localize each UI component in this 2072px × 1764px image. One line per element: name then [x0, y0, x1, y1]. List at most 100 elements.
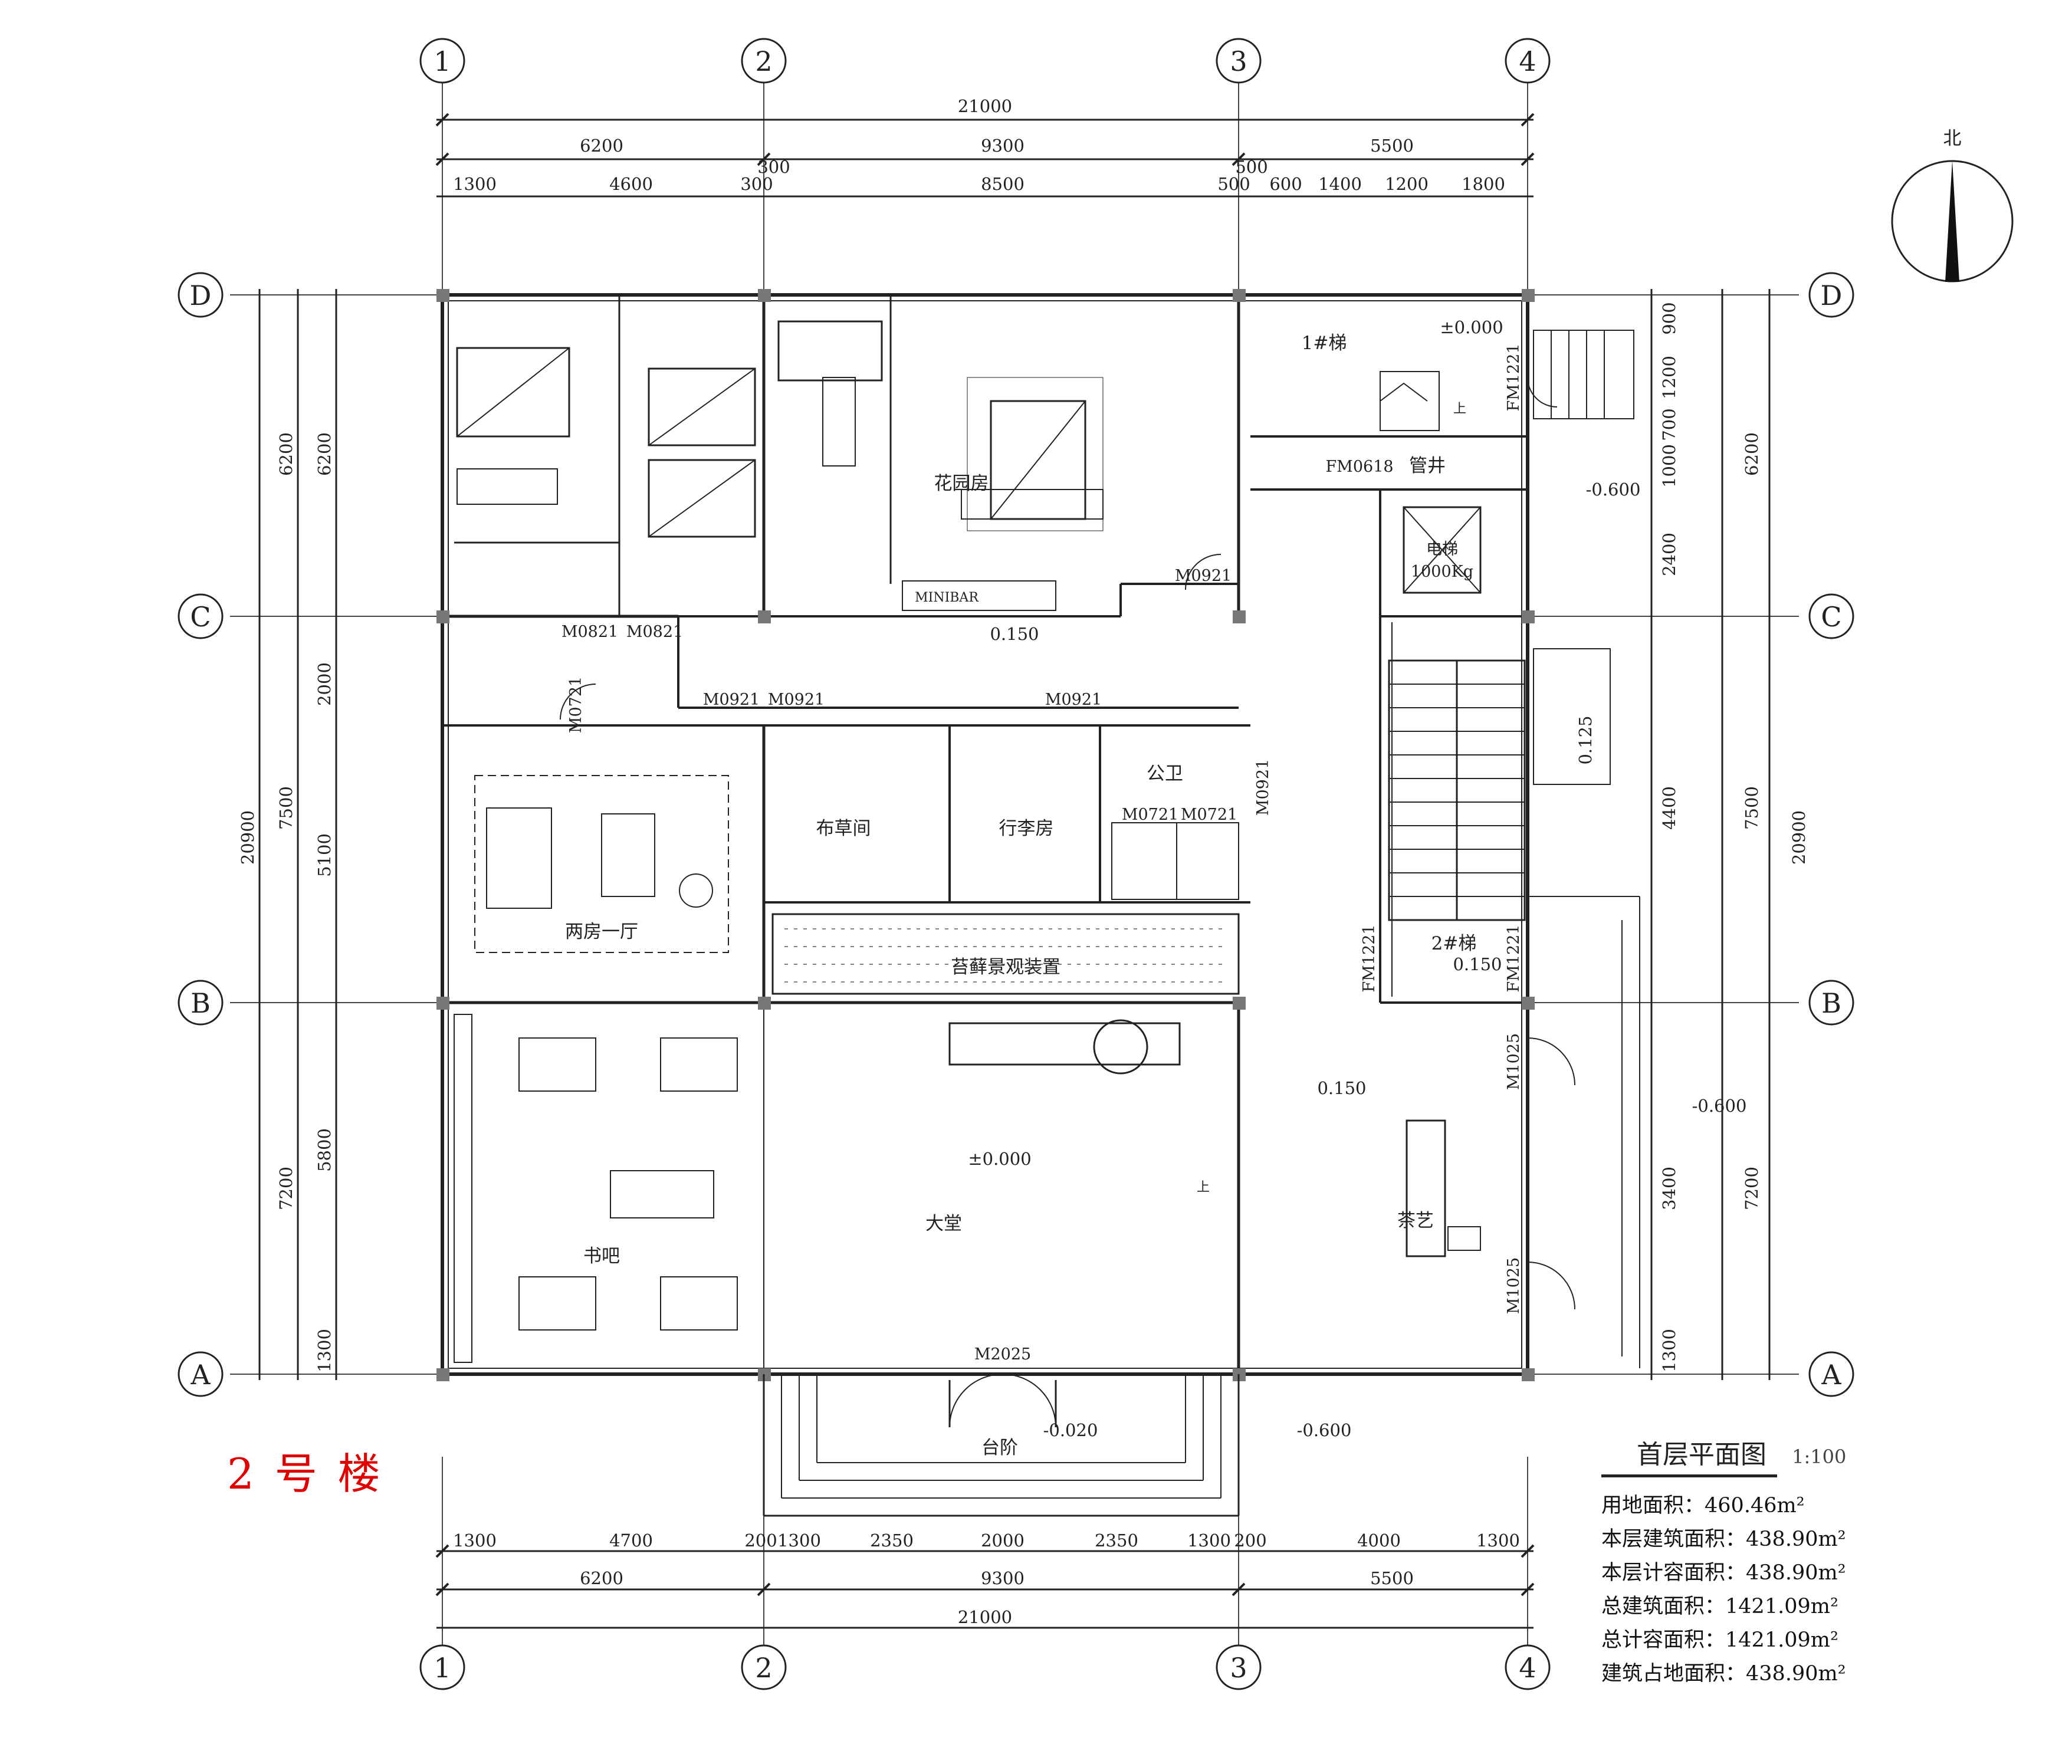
- axis-bubble-1-bottom: [419, 1644, 465, 1690]
- dim-bottom-detail-2: 4700: [609, 1530, 653, 1551]
- axis-label-3-bottom: 3: [1230, 1652, 1247, 1684]
- dim-left-detail-1: 6200: [314, 432, 334, 476]
- dim-right-detail-2: 1200: [1659, 356, 1679, 399]
- door-m0921-b: M0921: [703, 691, 760, 709]
- dim-bottom-detail-3: 200: [744, 1530, 777, 1551]
- door-m0821-a: M0821: [561, 623, 618, 641]
- door-m0821-b: M0821: [626, 623, 683, 641]
- dim-bottom-detail-10: 4000: [1357, 1530, 1401, 1551]
- axis-label-2-bottom: 2: [755, 1652, 772, 1684]
- dim-top-total: 21000: [958, 96, 1012, 116]
- dim-right-detail-8: 4400: [1659, 786, 1679, 830]
- axis-label-4-bottom: 4: [1519, 1652, 1536, 1684]
- dim-top-detail-7: 500: [1217, 174, 1250, 194]
- dim-bottom-bay-2: 9300: [981, 1568, 1024, 1588]
- axis-label-3-top: 3: [1230, 45, 1247, 77]
- up-marker-stair-1: 上: [1453, 402, 1466, 416]
- drawing-scale: 1:100: [1792, 1446, 1847, 1468]
- axis-bubble-b-left: [178, 980, 224, 1026]
- stat-total-area: 总建筑面积：1421.09m²: [1601, 1595, 1838, 1618]
- room-lobby: 大堂: [925, 1213, 962, 1234]
- axis-label-1-top: 1: [434, 45, 451, 77]
- dim-top-bay-3: 5500: [1370, 136, 1414, 156]
- room-elevator-1: 电梯: [1426, 540, 1458, 559]
- door-m1025-b: M1025: [1505, 1257, 1523, 1314]
- dim-right-detail-1: 900: [1659, 302, 1679, 334]
- axis-bubble-d-left: [178, 272, 224, 318]
- dim-right-detail-13: 3400: [1659, 1167, 1679, 1210]
- room-elevator-2: 1000Kg: [1411, 563, 1473, 581]
- dim-right-bay-2: 7500: [1742, 786, 1762, 830]
- dim-left-bay-2: 7500: [276, 786, 296, 830]
- dim-top-bay-2: 9300: [981, 136, 1024, 156]
- dim-top-detail-8: 600: [1269, 174, 1302, 194]
- room-garden: 花园房: [934, 473, 989, 494]
- axis-bubble-1-top: [419, 38, 465, 84]
- dim-left-detail-8: 1300: [314, 1329, 334, 1372]
- dim-right-detail-5: 2400: [1659, 533, 1679, 576]
- axis-bubble-b-right: [1808, 980, 1854, 1026]
- door-m0921-c: M0921: [768, 691, 825, 709]
- axis-label-2-top: 2: [755, 45, 772, 77]
- stat-footprint-area: 建筑占地面积：438.90m²: [1601, 1662, 1846, 1686]
- level-corridor: 0.150: [990, 624, 1039, 644]
- dim-top-detail-3: 300: [757, 157, 790, 177]
- axis-bubble-2-top: [741, 38, 787, 84]
- level-exterior-ne: -0.600: [1586, 479, 1641, 500]
- room-stair-2: 2#梯: [1431, 933, 1477, 954]
- dim-left-detail-2: 2000: [314, 662, 334, 706]
- dim-top-detail-6: 500: [1235, 157, 1268, 177]
- axis-label-d-right: D: [1821, 280, 1843, 311]
- door-m0721-a: M0721: [567, 676, 585, 733]
- axis-bubble-c-right: [1808, 593, 1854, 639]
- building-label: 2 号 楼: [227, 1449, 384, 1499]
- level-lobby: ±0.000: [968, 1149, 1031, 1169]
- axis-label-1-bottom: 1: [434, 1652, 451, 1684]
- door-m1025-a: M1025: [1505, 1033, 1523, 1090]
- dim-right-detail-3: 700: [1659, 408, 1679, 441]
- door-fm1221-b: FM1221: [1360, 924, 1378, 992]
- axis-label-b-left: B: [191, 987, 211, 1019]
- level-stair-1: ±0.000: [1440, 317, 1503, 337]
- dim-left-bay-1: 6200: [276, 432, 296, 476]
- dim-left-detail-4: 5100: [314, 833, 334, 877]
- dim-top-detail-11: 1800: [1462, 174, 1505, 194]
- door-fm1221-a: FM1221: [1505, 343, 1523, 411]
- dim-left-bay-3: 7200: [276, 1167, 296, 1210]
- dim-top-detail-5: 8500: [981, 174, 1024, 194]
- door-m0721-b: M0721: [1122, 806, 1178, 824]
- dim-bottom-detail-6: 2000: [981, 1530, 1024, 1551]
- dim-right-total: 20900: [1789, 810, 1809, 865]
- level-entrance: -0.020: [1043, 1420, 1098, 1440]
- axis-bubble-4-top: [1505, 38, 1551, 84]
- dim-left-detail-7: 5800: [314, 1128, 334, 1172]
- up-marker-lobby: 上: [1197, 1180, 1210, 1195]
- door-fm1221-c: FM1221: [1505, 924, 1523, 992]
- north-label: 北: [1943, 128, 1962, 149]
- axis-bubble-a-right: [1808, 1351, 1854, 1397]
- room-linen: 布草间: [816, 818, 871, 839]
- drawing-title: 首层平面图: [1601, 1433, 1777, 1477]
- dim-right-bay-1: 6200: [1742, 432, 1762, 476]
- dim-bottom-detail-8: 1300: [1187, 1530, 1231, 1551]
- door-m0921-a: M0921: [1175, 567, 1232, 585]
- room-luggage: 行李房: [999, 818, 1054, 839]
- door-fm0618: FM0618: [1325, 458, 1393, 476]
- dim-bottom-detail-11: 1300: [1476, 1530, 1520, 1551]
- dim-bottom-bay-1: 6200: [580, 1568, 623, 1588]
- level-stair-2: 0.150: [1453, 954, 1502, 974]
- axis-bubble-3-top: [1216, 38, 1262, 84]
- stat-site-area: 用地面积：460.46m²: [1601, 1494, 1805, 1517]
- dim-top-detail-2: 4600: [609, 174, 653, 194]
- axis-bubble-2-bottom: [741, 1644, 787, 1690]
- axis-label-a-right: A: [1821, 1359, 1841, 1391]
- stat-floor-area: 本层建筑面积：438.90m²: [1601, 1528, 1846, 1551]
- door-m0721-c: M0721: [1181, 806, 1237, 824]
- drawing-legend: 首层平面图 1:100 用地面积：460.46m² 本层建筑面积：438.90m…: [1601, 1433, 1908, 1691]
- dim-bottom-detail-4: 1300: [777, 1530, 821, 1551]
- dim-left-total: 20900: [238, 810, 258, 865]
- area-statistics: 用地面积：460.46m² 本层建筑面积：438.90m² 本层计容面积：438…: [1601, 1489, 1908, 1691]
- door-m2025: M2025: [974, 1345, 1031, 1364]
- door-m0921-e: M0921: [1254, 759, 1272, 816]
